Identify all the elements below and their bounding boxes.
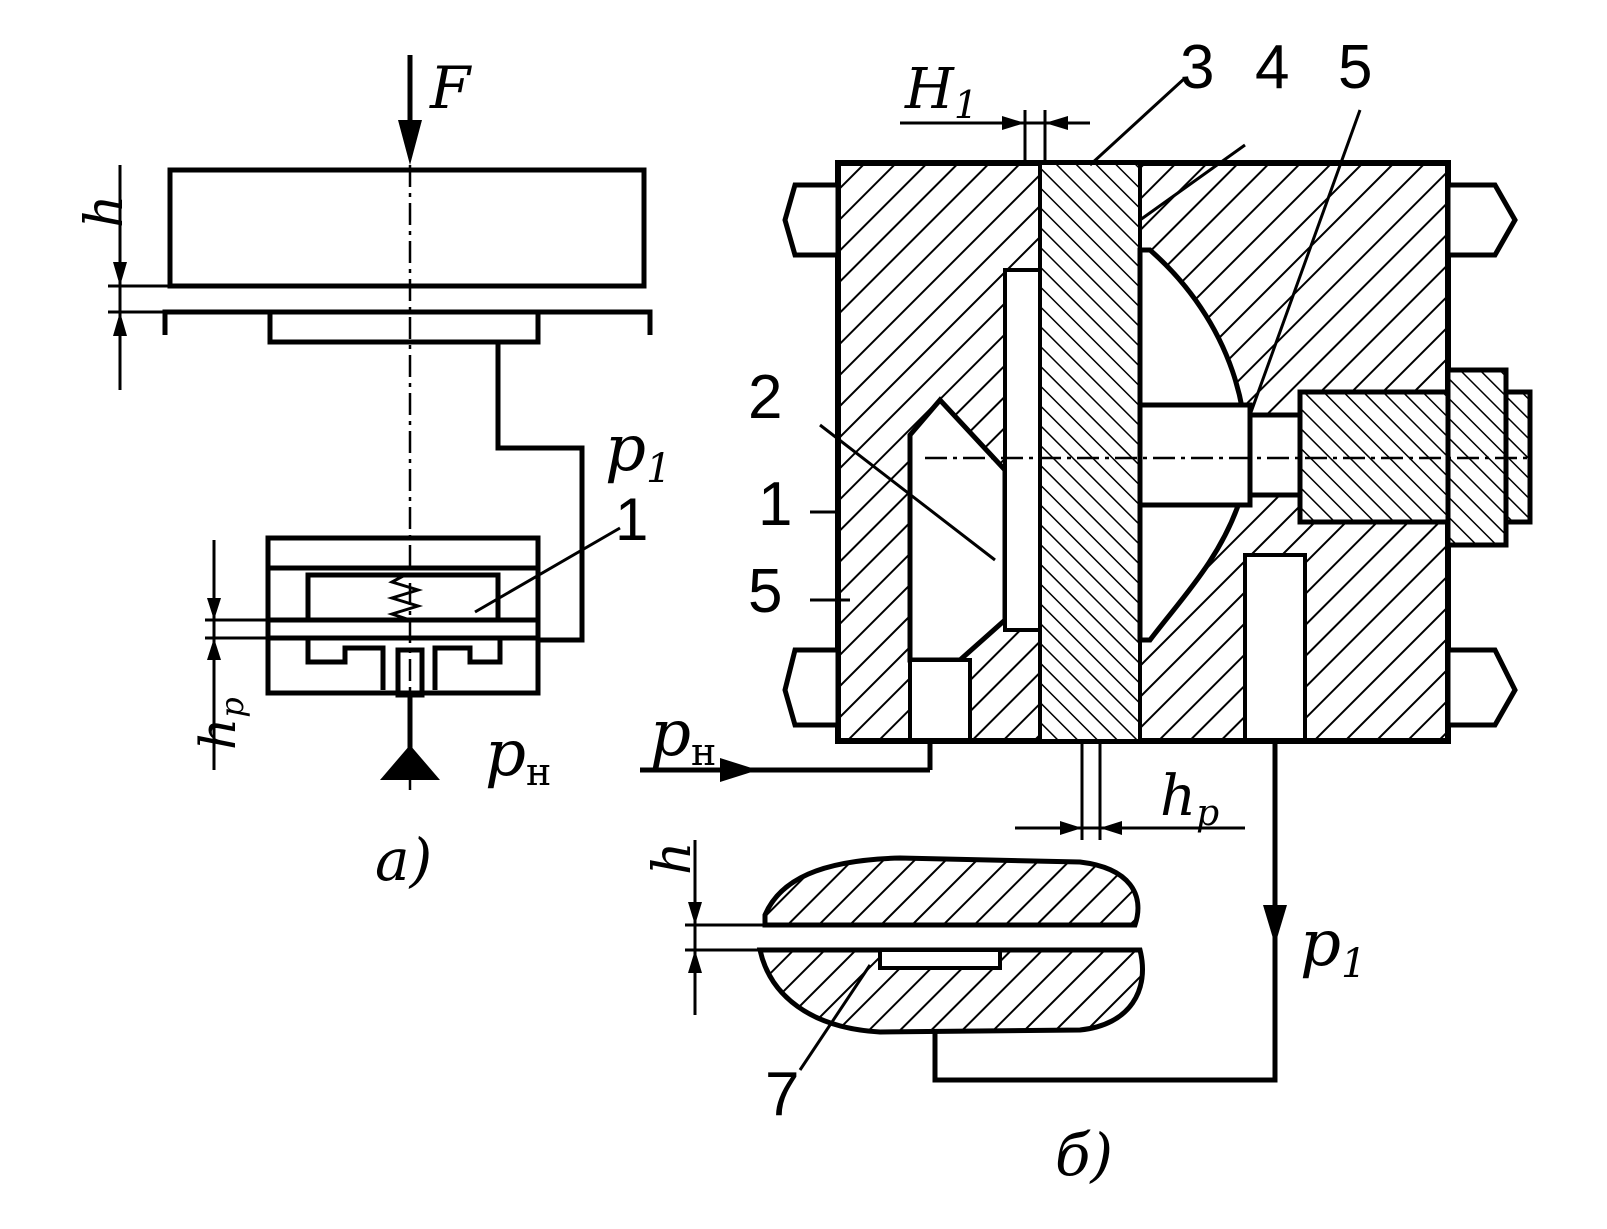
schematic-a: F h 1 p1: [75, 54, 671, 894]
regulator-spring: [386, 573, 424, 622]
bolt-top-left: [782, 182, 841, 258]
part-b-5-left: 5: [748, 557, 782, 626]
drawing-b: H1 3 4 5 2 1 5 pн hp p1: [640, 33, 1533, 1189]
part-b-1: 1: [758, 470, 792, 539]
leader-b-3: [1088, 76, 1187, 167]
label-H1: H1: [904, 57, 978, 127]
label-p1-a: p1: [605, 412, 671, 492]
bolt-head: [1137, 402, 1253, 508]
upper-block: [167, 167, 647, 289]
bottom-channel-right: [1243, 553, 1307, 742]
pad-recess: [267, 309, 541, 345]
pad-lower-recess: [878, 948, 1002, 970]
bolt-top-right: [1445, 182, 1518, 258]
support-triangle: [380, 745, 440, 780]
label-h-a: h: [75, 195, 135, 229]
left-channel: [1003, 268, 1042, 632]
caption-b: б): [1055, 1121, 1113, 1189]
part-b-3: 3: [1180, 33, 1214, 102]
part-b-4: 4: [1255, 33, 1289, 102]
pad-lower-section: [756, 947, 1145, 1035]
central-plate: [1038, 161, 1142, 743]
label-hp-b: hp: [1160, 764, 1219, 834]
pad-upper-section: [762, 855, 1141, 928]
caption-a: а): [375, 826, 432, 894]
bearing-pad: [162, 309, 653, 335]
leader-a-1: [474, 526, 621, 614]
label-p1-b: p1: [1300, 907, 1366, 987]
part-b-5-top: 5: [1338, 33, 1372, 102]
label-hp-a: hp: [189, 697, 251, 750]
regulator-membrane: [305, 638, 503, 690]
leader-b-4: [1139, 143, 1246, 222]
regulator-chamber: [305, 572, 501, 623]
label-h-b: h: [643, 842, 703, 876]
label-F: F: [429, 54, 472, 122]
part-a-1: 1: [615, 486, 648, 553]
ball-seat: [1247, 412, 1303, 498]
leader-b-7: [798, 964, 872, 1071]
part-b-2: 2: [748, 363, 782, 432]
part-b-7: 7: [765, 1060, 799, 1129]
leader-b-2: [819, 423, 996, 562]
pipe-a: [495, 342, 585, 643]
leader-b-5-top: [1248, 109, 1362, 416]
bolt-bottom-left: [782, 647, 841, 728]
label-pn-a: pн: [485, 717, 551, 794]
label-pn-b: pн: [650, 697, 716, 774]
bolt-bottom-right: [1445, 647, 1518, 728]
force-arrowhead: [398, 120, 422, 165]
bottom-channel-left: [908, 658, 972, 742]
